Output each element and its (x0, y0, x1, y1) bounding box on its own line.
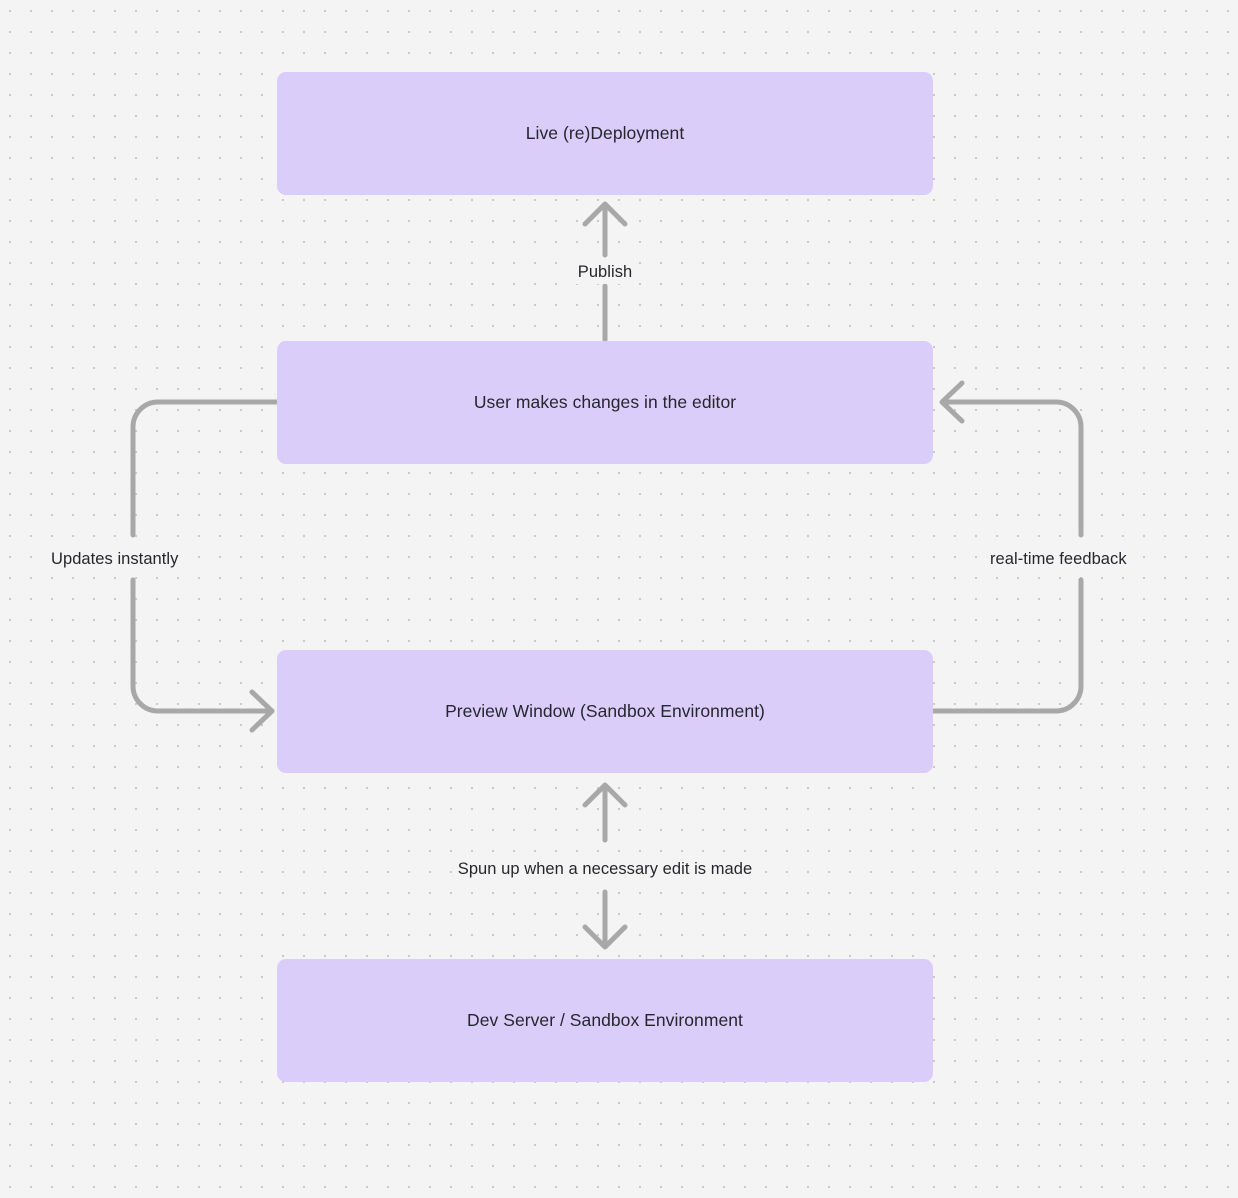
edge-label-publish: Publish (572, 261, 638, 284)
edge-label-updates-instantly: Updates instantly (46, 548, 184, 571)
node-preview-window-label: Preview Window (Sandbox Environment) (445, 701, 765, 722)
node-user-edits-label: User makes changes in the editor (473, 392, 737, 413)
edge-label-real-time-feedback: real-time feedback (985, 548, 1132, 571)
edge-label-spun-up: Spun up when a necessary edit is made (452, 858, 758, 881)
node-dev-server-label: Dev Server / Sandbox Environment (467, 1010, 743, 1031)
node-user-edits[interactable]: User makes changes in the editor (277, 341, 933, 464)
edge-real-time-feedback (930, 380, 1084, 714)
node-live-deployment[interactable]: Live (re)Deployment (277, 72, 933, 195)
node-dev-server[interactable]: Dev Server / Sandbox Environment (277, 959, 933, 1082)
node-live-deployment-label: Live (re)Deployment (525, 123, 685, 144)
node-preview-window[interactable]: Preview Window (Sandbox Environment) (277, 650, 933, 773)
